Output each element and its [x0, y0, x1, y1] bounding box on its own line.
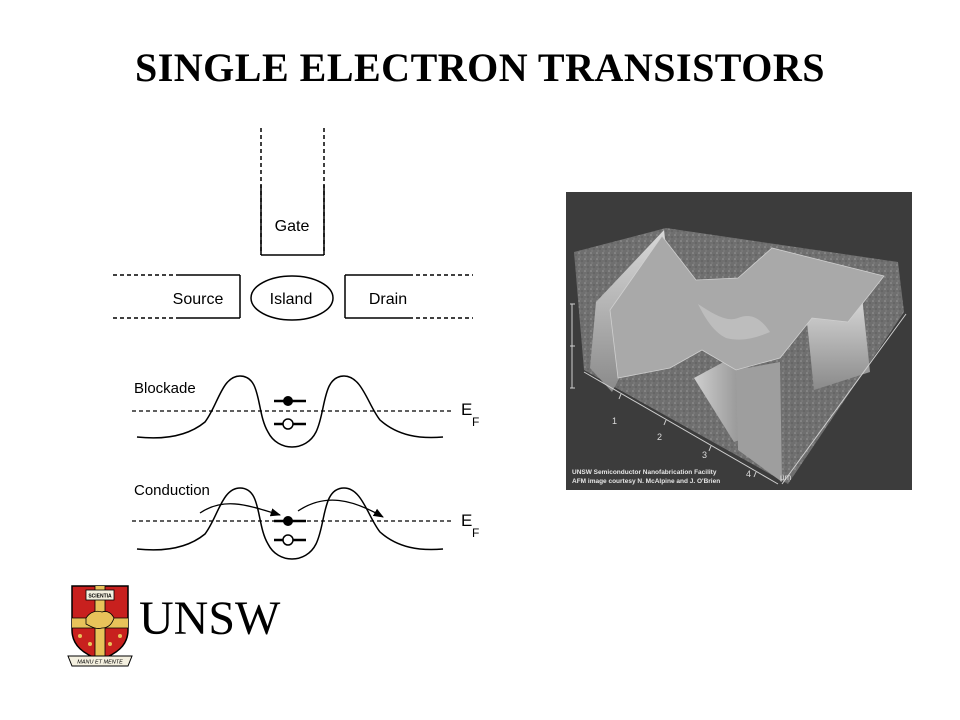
crest-banner-top: SCIENTIA — [88, 594, 112, 600]
afm-x-axis: 1 2 3 4 µm — [583, 313, 907, 485]
afm-axis-unit: µm — [780, 473, 792, 482]
blockade-potential-curve — [136, 375, 444, 448]
gate-electrode: Gate — [260, 128, 325, 256]
blockade-empty-state — [274, 418, 306, 430]
crest-lion — [85, 610, 115, 629]
source-electrode: Source — [113, 274, 241, 319]
drain-label: Drain — [369, 291, 407, 308]
blockade-occupied-state — [274, 396, 306, 406]
unsw-wordmark: UNSW — [139, 592, 281, 645]
blockade-label: Blockade — [134, 380, 196, 397]
set-schematic-diagram: Gate Source Island Drain Blockade — [113, 128, 479, 560]
conduction-fermi-subscript: F — [472, 526, 479, 540]
conduction-label: Conduction — [134, 482, 210, 499]
drain-electrode: Drain — [344, 274, 473, 319]
conduction-potential-curve — [136, 487, 444, 560]
tunnel-out-arrow — [297, 499, 384, 518]
afm-tick-2: 2 — [657, 432, 662, 442]
crest-motto-ribbon — [67, 655, 133, 667]
island-label: Island — [270, 291, 313, 308]
unsw-crest-logo: SCIENTIA MANU ET MENTE — [67, 585, 133, 667]
island: Island — [250, 275, 334, 321]
afm-z-scale — [570, 303, 575, 389]
blockade-fermi-label: E — [461, 400, 472, 419]
gate-label: Gate — [275, 218, 310, 235]
crest-book — [85, 589, 115, 601]
afm-top-surface — [609, 235, 885, 379]
afm-island-constriction — [698, 304, 770, 340]
afm-caption-line1: UNSW Semiconductor Nanofabrication Facil… — [572, 469, 717, 476]
afm-tick-1: 1 — [612, 416, 617, 426]
blockade-fermi-subscript: F — [472, 415, 479, 429]
crest-banner-bottom: MANU ET MENTE — [77, 660, 123, 666]
afm-caption-line2: AFM image courtesy N. McAlpine and J. O'… — [572, 478, 720, 485]
source-label: Source — [173, 291, 224, 308]
conduction-energy-diagram: Conduction E F — [132, 482, 479, 560]
afm-micrograph: 1 2 3 4 µm UNSW Semiconductor Nanofabric… — [566, 192, 912, 490]
conduction-fermi-label: E — [461, 511, 472, 530]
tunnel-in-arrow — [199, 503, 281, 517]
afm-front-wall — [736, 362, 782, 482]
slide-title: SINGLE ELECTRON TRANSISTORS — [134, 45, 826, 90]
blockade-energy-diagram: Blockade E F — [132, 375, 479, 448]
conduction-empty-state — [274, 534, 306, 546]
conduction-occupied-state — [274, 516, 306, 526]
afm-tick-4: 4 — [746, 469, 751, 479]
afm-tick-3: 3 — [702, 450, 707, 460]
crest-stars — [78, 634, 122, 646]
